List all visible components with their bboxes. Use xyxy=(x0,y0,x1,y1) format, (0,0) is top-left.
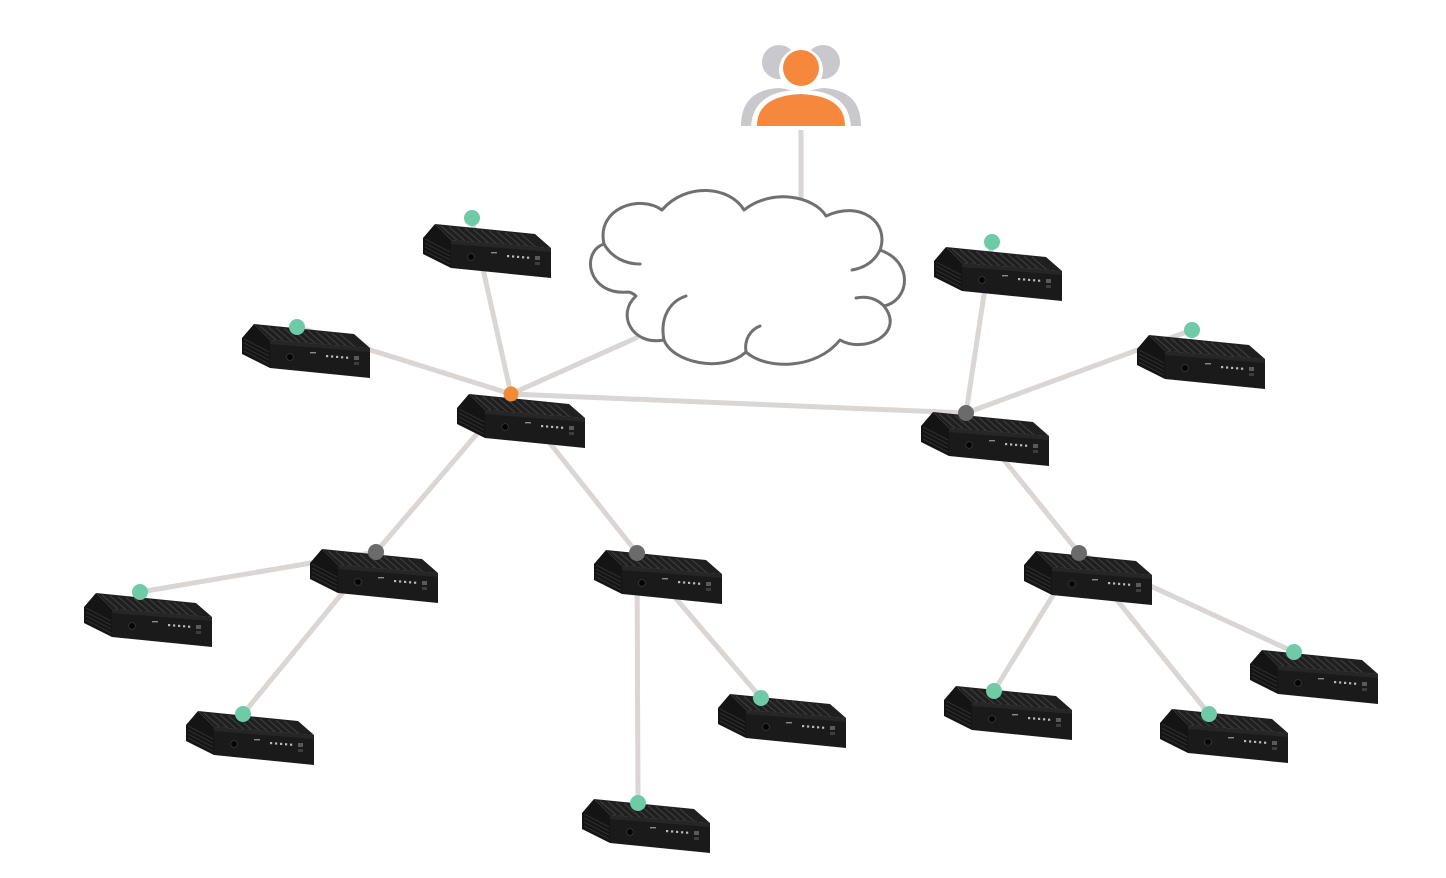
user-group-icon xyxy=(741,45,861,130)
cloud-outline-detail xyxy=(854,295,886,308)
node-status-dot-leaf xyxy=(464,210,480,226)
router-device-icon xyxy=(581,798,711,854)
node-status-dot-leaf xyxy=(1201,706,1217,722)
router-device-icon xyxy=(83,592,213,648)
node-status-dot-relay xyxy=(958,405,974,421)
node-status-dot-leaf xyxy=(1184,322,1200,338)
network-link xyxy=(508,335,639,397)
node-status-dot-gateway xyxy=(503,386,519,402)
router-device-icon xyxy=(422,223,552,279)
network-devices xyxy=(83,210,1379,854)
node-status-dot-leaf xyxy=(630,795,646,811)
router-device-icon xyxy=(241,323,371,379)
node-status-dot-relay xyxy=(1071,545,1087,561)
node-status-dot-leaf xyxy=(986,683,1002,699)
node-status-dot-leaf xyxy=(984,234,1000,250)
node-status-dot-relay xyxy=(629,545,645,561)
node-status-dot-leaf xyxy=(132,584,148,600)
router-device-icon xyxy=(185,710,315,766)
user-layer xyxy=(741,45,861,130)
node-status-dot-leaf xyxy=(235,706,251,722)
router-device-icon xyxy=(456,393,586,449)
router-device-icon xyxy=(943,685,1073,741)
network-link xyxy=(508,391,969,416)
router-device-icon xyxy=(593,549,723,605)
router-device-icon xyxy=(920,411,1050,467)
router-device-icon xyxy=(1136,334,1266,390)
router-device-icon xyxy=(1023,550,1153,606)
node-status-dot-leaf xyxy=(1286,644,1302,660)
router-device-icon xyxy=(933,246,1063,302)
router-device-icon xyxy=(1249,649,1379,705)
cloud-outline-detail xyxy=(602,242,642,266)
cloud-layer xyxy=(589,189,906,366)
node-status-dot-leaf xyxy=(753,690,769,706)
cloud-outline-detail xyxy=(850,248,882,272)
router-device-icon xyxy=(717,693,847,749)
node-status-dot-leaf xyxy=(289,319,305,335)
cloud-outline-detail xyxy=(661,294,688,342)
router-device-icon xyxy=(1159,708,1289,764)
node-status-dot-relay xyxy=(368,544,384,560)
cloud-outline-detail xyxy=(744,324,762,354)
